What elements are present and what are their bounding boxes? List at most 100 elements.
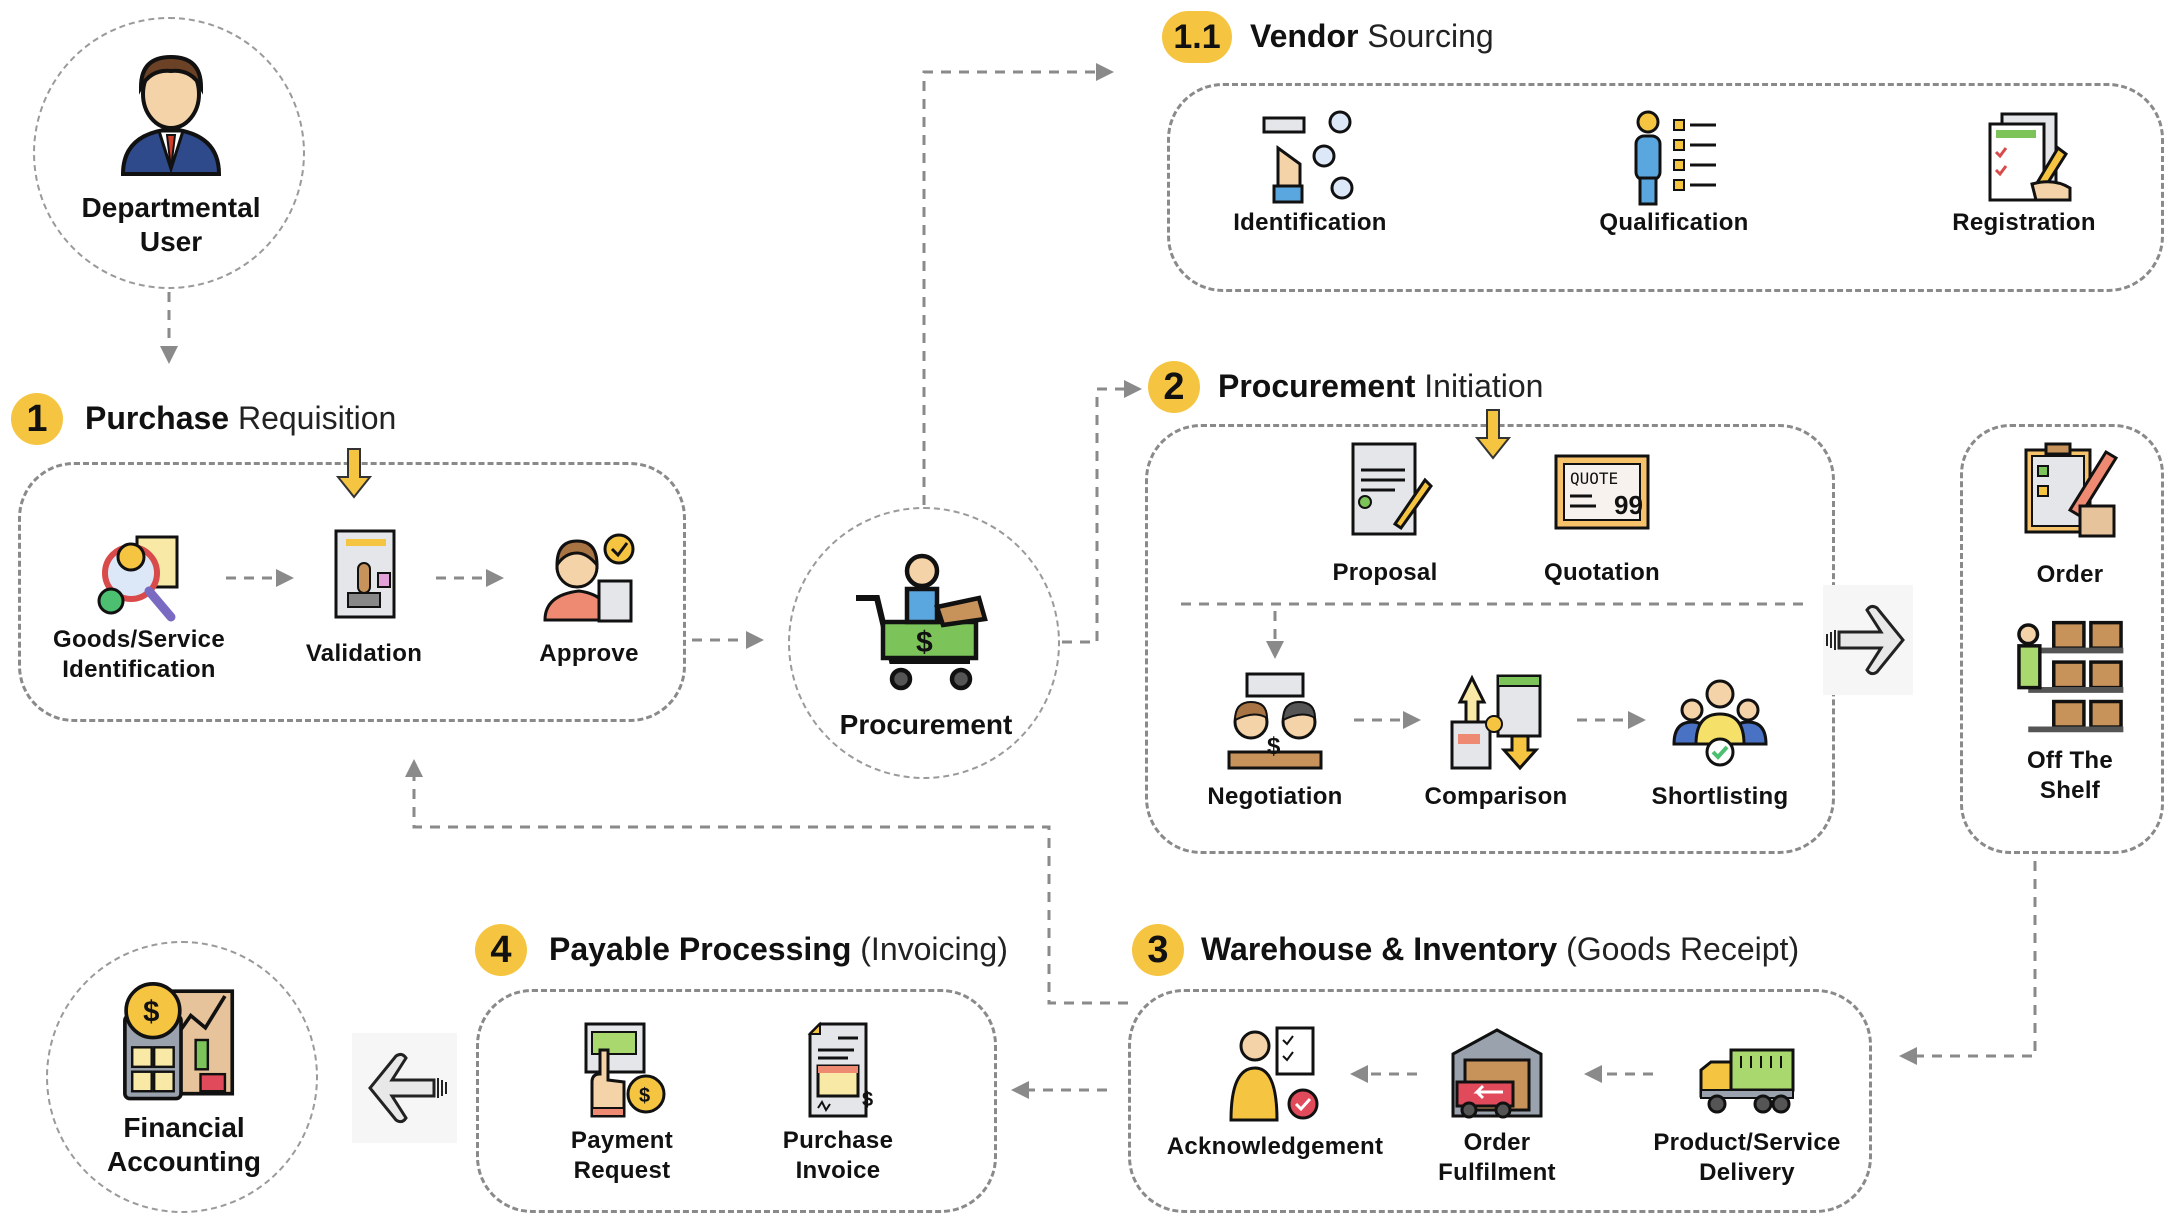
stage-title-procurement-initiation: Procurement Initiation <box>1218 368 1543 405</box>
title-light: Initiation <box>1424 368 1544 404</box>
departmental-user-label: Departmental User <box>35 191 307 259</box>
item-order-fulfilment: Order Fulfilment <box>1377 1024 1617 1188</box>
stage-title-vendor-sourcing: Vendor Sourcing <box>1250 18 1494 55</box>
financial-accounting-label: Financial Accounting <box>48 1111 320 1179</box>
delivery-truck-icon <box>1699 1048 1795 1114</box>
payable-processing-box <box>476 989 997 1213</box>
title-bold: Warehouse & Inventory <box>1201 931 1558 967</box>
item-label: Identification <box>1233 209 1387 236</box>
item-label: Shelf <box>2039 777 2101 804</box>
label-line: User <box>139 226 203 257</box>
svg-text:$: $ <box>916 626 933 659</box>
invoice-document-icon: $ <box>807 1021 873 1118</box>
stage-badge-2: 2 <box>1148 361 1200 413</box>
shortlist-team-icon <box>1672 679 1768 767</box>
registration-form-icon <box>1988 112 2072 202</box>
order-clipboard-icon <box>2024 442 2119 538</box>
warehouse-truck-icon <box>1451 1028 1543 1119</box>
connector-order-to-warehouse <box>1899 861 2037 1065</box>
item-label: Identification <box>62 656 216 683</box>
shopping-cart-icon: $ <box>856 553 988 691</box>
item-label: Fulfilment <box>1438 1159 1556 1186</box>
item-goods-service-identification: Goods/Service Identification <box>19 525 259 685</box>
vendor-sourcing-box <box>1167 83 2164 292</box>
item-qualification: Qualification <box>1554 108 1794 238</box>
item-label: Shortlisting <box>1651 783 1789 810</box>
label-line: Departmental <box>81 192 261 223</box>
stage-title-purchase-requisition: Purchase Requisition <box>85 400 396 437</box>
item-label: Acknowledgement <box>1166 1133 1384 1160</box>
item-shortlisting: Shortlisting <box>1600 672 1840 812</box>
stage-title-payable-processing: Payable Processing (Invoicing) <box>549 931 1008 968</box>
item-label: Order <box>2036 561 2104 588</box>
item-label: Validation <box>305 640 423 667</box>
departmental-user-node: Departmental User <box>33 17 305 289</box>
compare-ab-icon <box>1450 674 1542 771</box>
item-label: Order <box>1463 1129 1531 1156</box>
item-approve: Approve <box>469 525 709 669</box>
item-off-the-shelf: Off The Shelf <box>1950 618 2166 806</box>
arrow-left-icon <box>352 1033 457 1143</box>
label-line: Accounting <box>107 1146 261 1177</box>
item-acknowledgement: Acknowledgement <box>1155 1024 1395 1162</box>
stage-title-warehouse: Warehouse & Inventory (Goods Receipt) <box>1201 931 1799 968</box>
procurement-hub-node: $ Procurement <box>788 507 1060 779</box>
connector-warehouse-to-requisition <box>405 759 1128 1005</box>
item-label: Registration <box>1952 209 2096 236</box>
stage-badge-4: 4 <box>475 924 527 976</box>
warehouse-box <box>1128 989 1872 1213</box>
business-user-icon <box>120 54 222 176</box>
svg-text:99: 99 <box>1614 490 1643 520</box>
item-label: Purchase <box>782 1127 894 1154</box>
stage-badge-1: 1 <box>11 393 63 445</box>
signed-proposal-icon <box>1351 442 1433 536</box>
item-label: Comparison <box>1424 783 1568 810</box>
item-label: Goods/Service <box>53 626 225 653</box>
svg-text:$: $ <box>862 1089 873 1111</box>
item-vendor-identification: Identification <box>1190 108 1430 238</box>
item-label: Approve <box>539 640 639 667</box>
item-comparison: Comparison <box>1376 672 1616 812</box>
svg-text:$: $ <box>1267 733 1281 760</box>
arrow-right-icon <box>1823 585 1913 695</box>
item-label: Product/Service <box>1653 1129 1841 1156</box>
financial-accounting-node: $ Financial Accounting <box>46 941 318 1213</box>
select-vendor-icon <box>1262 110 1354 204</box>
item-label: Proposal <box>1332 559 1438 586</box>
order-options-box <box>1960 424 2164 854</box>
item-label: Payment <box>570 1127 674 1154</box>
stage-badge-3: 3 <box>1132 924 1184 976</box>
item-label: Qualification <box>1599 209 1749 236</box>
highlight-arrow-down-icon <box>335 448 373 499</box>
item-label: Off The <box>2026 747 2114 774</box>
item-proposal: Proposal <box>1265 440 1505 588</box>
item-validation: Validation <box>244 525 484 669</box>
title-light: Sourcing <box>1367 18 1494 54</box>
procurement-hub-label: Procurement <box>839 709 1013 740</box>
label-line: Financial <box>123 1112 245 1143</box>
item-product-service-delivery: Product/Service Delivery <box>1627 1024 1867 1188</box>
title-light: (Goods Receipt) <box>1566 931 1800 967</box>
approver-person-icon <box>543 533 635 623</box>
item-label: Request <box>573 1157 671 1184</box>
warehouse-shelf-icon <box>2017 620 2124 733</box>
item-order: Order <box>1950 440 2166 590</box>
title-light: Requisition <box>237 400 397 436</box>
title-bold: Vendor <box>1250 18 1359 54</box>
negotiation-people-icon: $ <box>1227 672 1323 770</box>
payment-request-icon: $ <box>584 1022 666 1118</box>
acknowledgement-person-icon <box>1229 1026 1319 1122</box>
item-registration: Registration <box>1904 108 2144 238</box>
title-bold: Procurement <box>1218 368 1416 404</box>
item-negotiation: $ Negotiation <box>1155 672 1395 812</box>
stage-badge-1-1: 1.1 <box>1162 11 1232 63</box>
item-label: Negotiation <box>1207 783 1343 810</box>
item-purchase-invoice: $ Purchase Invoice <box>718 1020 958 1186</box>
item-label: Delivery <box>1699 1159 1795 1186</box>
connector-procurement-to-vendor <box>922 63 1114 505</box>
svg-text:$: $ <box>639 1085 650 1107</box>
item-payment-request: $ Payment Request <box>502 1020 742 1186</box>
